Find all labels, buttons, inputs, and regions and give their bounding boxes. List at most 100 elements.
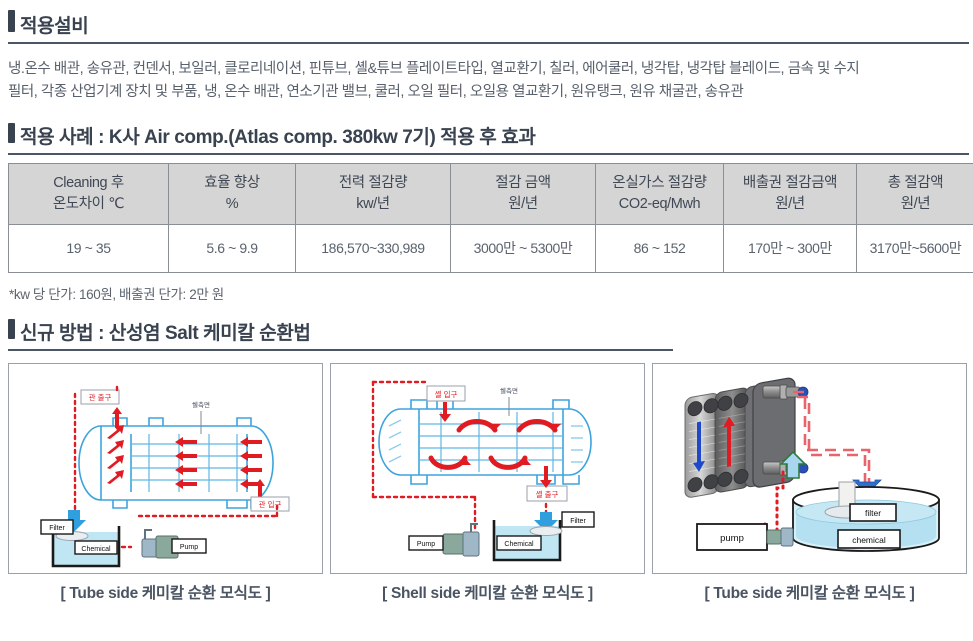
pump-label-text: Pump bbox=[180, 544, 198, 551]
diagram-caption: [ Tube side 케미칼 순환 모식도 ] bbox=[60, 585, 271, 603]
table-column-header: 효율 향상 % bbox=[168, 162, 296, 226]
header-line-2: kw/년 bbox=[356, 195, 390, 212]
heat-exchanger-shell bbox=[378, 408, 592, 476]
case-study-title: 적용 사례 : K사 Air comp.(Atlas comp. 380kw 7… bbox=[20, 127, 536, 149]
diagram-frame: 쉘측면 셸 입구 셸 출구 bbox=[330, 363, 645, 575]
section-header-case-study: 적용 사례 : K사 Air comp.(Atlas comp. 380kw 7… bbox=[6, 121, 967, 149]
table-column-header: Cleaning 후 온도차이 ℃ bbox=[8, 162, 169, 226]
inlet-arrow bbox=[255, 479, 265, 501]
filter-label: Filter bbox=[40, 519, 74, 535]
inlet-label-text: 셸 입구 bbox=[435, 390, 458, 399]
baffle-hatch-right bbox=[571, 425, 583, 463]
table-cell: 19 ~ 35 bbox=[8, 224, 169, 274]
header-line-2: 원/년 bbox=[508, 195, 538, 212]
outlet-flow-arrows bbox=[107, 425, 124, 485]
header-line-2: 온도차이 ℃ bbox=[52, 195, 125, 212]
table-column-header: 전력 절감량 kw/년 bbox=[295, 162, 451, 226]
section-header-new-method: 신규 방법 : 산성염 Salt 케미칼 순환법 bbox=[6, 317, 967, 345]
header-line-1: 배출권 절감금액 bbox=[742, 174, 838, 191]
table-cell: 186,570~330,989 bbox=[295, 224, 451, 274]
outlet-label: 셸 출구 bbox=[526, 485, 568, 502]
outlet-arrow bbox=[540, 466, 552, 489]
return-arrow bbox=[62, 510, 86, 533]
diagram-panel-group: 쉘측면 bbox=[6, 363, 967, 603]
outlet-arrow bbox=[112, 407, 122, 429]
inlet-label: 관 입구 bbox=[250, 496, 290, 512]
supply-line bbox=[793, 390, 871, 487]
chemical-label-text: Chemical bbox=[81, 546, 111, 553]
inlet-arrow bbox=[439, 402, 451, 423]
chemical-piping bbox=[371, 380, 548, 534]
pump-label-text: Pump bbox=[417, 541, 435, 548]
header-line-1: Cleaning 후 bbox=[53, 174, 124, 191]
table-cell: 3170만~5600만 bbox=[856, 224, 973, 274]
inlet-label: 셸 입구 bbox=[426, 385, 466, 402]
shell-side-schematic: 쉘측면 셸 입구 셸 출구 bbox=[371, 380, 595, 562]
filter-label-text: Filter bbox=[570, 518, 586, 525]
heading-accent-bar bbox=[8, 319, 15, 340]
header-line-1: 온실가스 절감량 bbox=[612, 174, 707, 191]
header-line-1: 효율 향상 bbox=[204, 174, 260, 191]
header-line-2: 원/년 bbox=[900, 195, 931, 212]
nozzles bbox=[112, 417, 266, 509]
flow-arrows-red bbox=[175, 437, 262, 490]
header-line-2: % bbox=[225, 195, 239, 212]
section-rule-equipment bbox=[8, 42, 969, 44]
shell-side-label-text: 쉘측면 bbox=[500, 386, 518, 395]
equipment-paragraph-line-1: 냉.온수 배관, 송유관, 컨덴서, 보일러, 클로리네이션, 핀튜브, 셸&튜… bbox=[8, 61, 860, 77]
diagram-panel-plate-type: filter chemical bbox=[652, 363, 967, 603]
diagram-frame: filter chemical bbox=[652, 363, 967, 575]
filter-label: Filter bbox=[561, 511, 595, 528]
table-column-header: 온실가스 절감량 CO2-eq/Mwh bbox=[595, 162, 724, 226]
page-title: 적용설비 bbox=[20, 16, 89, 38]
header-line-1: 절감 금액 bbox=[495, 174, 551, 191]
chemical-label-text: chemical bbox=[852, 535, 886, 545]
unit-price-note: *kw 당 단가: 160원, 배출권 단가: 2만 원 bbox=[9, 287, 224, 303]
savings-table: Cleaning 후 온도차이 ℃ 효율 향상 % 전력 절감량 kw/년 절감… bbox=[8, 162, 973, 274]
table-header-row: Cleaning 후 온도차이 ℃ 효율 향상 % 전력 절감량 kw/년 절감… bbox=[8, 162, 973, 226]
shell-side-label-text: 쉘측면 bbox=[192, 400, 210, 409]
table-cell: 3000만 ~ 5300만 bbox=[450, 224, 596, 274]
pump-unit bbox=[442, 523, 480, 557]
diagram-frame: 쉘측면 bbox=[8, 363, 323, 575]
tube-side-schematic: 쉘측면 bbox=[40, 384, 290, 568]
filter-label-text: filter bbox=[865, 508, 881, 518]
feed-arrow bbox=[779, 450, 807, 479]
baffle-hatch bbox=[388, 419, 402, 463]
diagram-panel-tube-side: 쉘측면 bbox=[8, 363, 323, 603]
outlet-label-text: 관 출구 bbox=[89, 392, 112, 402]
table-column-header: 배출권 절감금액 원/년 bbox=[723, 162, 857, 226]
heading-accent-bar bbox=[8, 10, 15, 32]
cold-flow-arrow bbox=[693, 421, 705, 473]
section-rule-case-study bbox=[8, 152, 969, 155]
nozzles bbox=[410, 399, 580, 485]
header-line-2: CO2-eq/Mwh bbox=[618, 195, 701, 212]
pump-label: Pump bbox=[171, 538, 207, 554]
table-cell: 86 ~ 152 bbox=[595, 224, 724, 274]
swirl-arrow-heads bbox=[459, 424, 561, 466]
outlet-label: 관 출구 bbox=[80, 389, 120, 405]
shell-side-label: 쉘측면 bbox=[500, 386, 518, 417]
hot-flow-arrow bbox=[723, 416, 735, 468]
equipment-paragraph-line-2: 필터, 각종 산업기계 장치 및 부품, 냉, 온수 배관, 연소기관 밸브, … bbox=[8, 84, 744, 101]
filter-label-text: Filter bbox=[49, 525, 65, 532]
shell-side-label: 쉘측면 bbox=[192, 400, 210, 435]
section-header-equipment: 적용설비 bbox=[6, 8, 967, 38]
inlet-label-text: 관 입구 bbox=[259, 499, 282, 509]
return-arrow bbox=[534, 512, 558, 533]
heat-exchanger-shell bbox=[78, 425, 274, 501]
table-cell: 5.6 ~ 9.9 bbox=[168, 224, 296, 274]
header-line-2: 원/년 bbox=[775, 195, 805, 212]
chemical-label-text: Chemical bbox=[504, 541, 534, 548]
equipment-paragraph: 냉.온수 배관, 송유관, 컨덴서, 보일러, 클로리네이션, 핀튜브, 셸&튜… bbox=[6, 58, 967, 105]
header-line-1: 전력 절감량 bbox=[338, 174, 408, 191]
pump-label: Pump bbox=[408, 535, 444, 551]
filter-label: filter bbox=[849, 503, 897, 522]
chemical-label: Chemical bbox=[74, 540, 118, 555]
pump-label-text: pump bbox=[720, 533, 744, 544]
new-method-title: 신규 방법 : 산성염 Salt 케미칼 순환법 bbox=[20, 323, 311, 345]
table-cell: 170만 ~ 300만 bbox=[723, 224, 857, 274]
diagram-panel-shell-side: 쉘측면 셸 입구 셸 출구 bbox=[330, 363, 645, 603]
table-column-header: 총 절감액 원/년 bbox=[856, 162, 973, 226]
